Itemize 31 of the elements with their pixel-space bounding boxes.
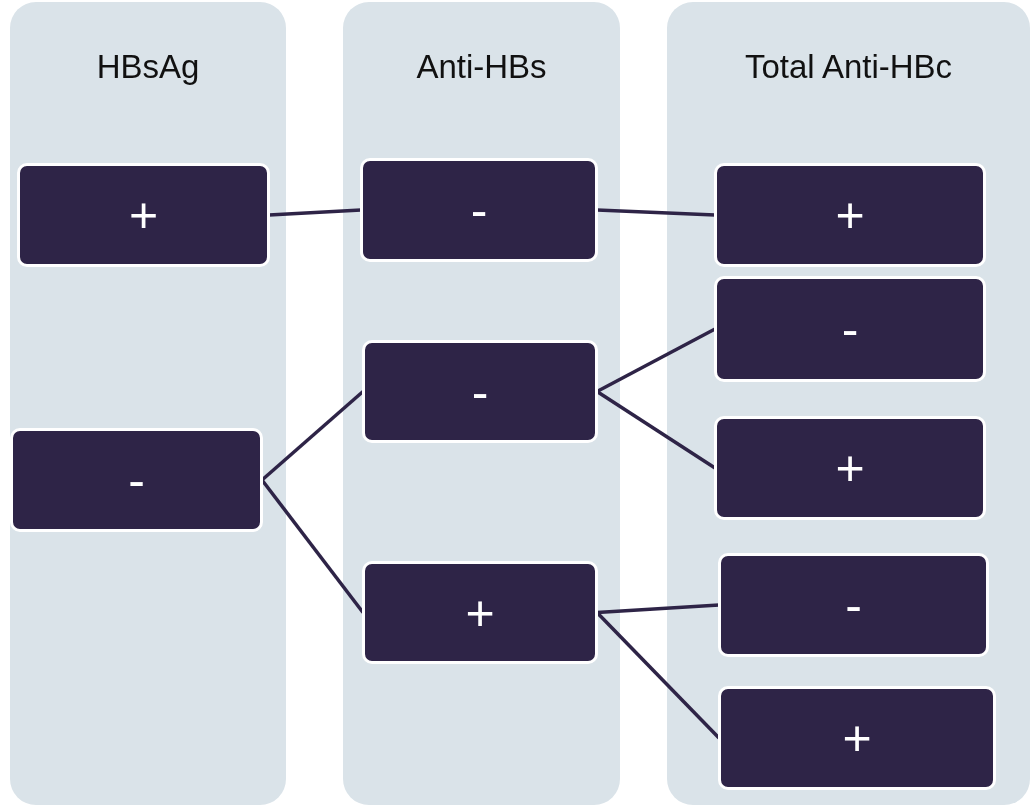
column-panel: [343, 2, 620, 805]
connector-line: [596, 208, 716, 217]
result-box: [10, 428, 263, 532]
result-box: [714, 163, 986, 267]
result-box: [714, 416, 986, 520]
result-sign: +: [842, 709, 872, 767]
result-sign: -: [841, 300, 859, 358]
result-box: [17, 163, 270, 267]
column-panel: [667, 2, 1030, 805]
result-box: [714, 276, 986, 382]
result-box: [360, 158, 598, 262]
column-heading: Anti-HBs: [416, 48, 547, 86]
result-sign: +: [465, 583, 495, 642]
result-box: [362, 561, 598, 664]
result-sign: -: [471, 362, 489, 421]
column-panel: [10, 2, 286, 805]
connector-line: [596, 603, 720, 615]
column-heading: HBsAg: [96, 48, 200, 86]
result-sign: +: [835, 439, 865, 497]
connector-line: [268, 208, 362, 217]
result-box: [718, 686, 996, 790]
connector-line: [596, 390, 716, 470]
connector-line: [596, 327, 716, 394]
result-sign: +: [128, 186, 159, 244]
result-box: [718, 553, 989, 657]
result-sign: -: [470, 181, 488, 239]
result-sign: +: [835, 186, 865, 244]
result-sign: -: [845, 576, 862, 634]
result-box: [362, 340, 598, 443]
column-heading: Total Anti-HBc: [744, 48, 953, 86]
result-sign: -: [128, 451, 145, 509]
